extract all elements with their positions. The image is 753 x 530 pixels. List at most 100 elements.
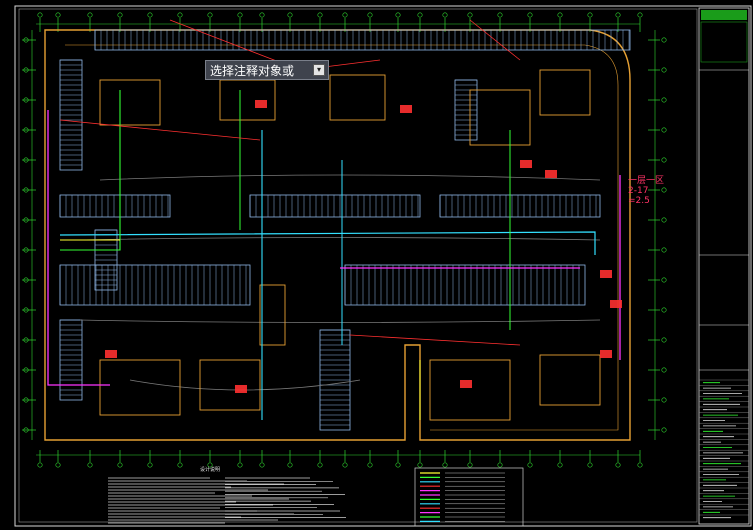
grid-bubble xyxy=(207,12,213,18)
grid-bubble xyxy=(237,462,243,468)
dropdown-arrow-icon[interactable]: ▾ xyxy=(313,64,325,76)
grid-bubble xyxy=(661,67,667,73)
grid-bubble xyxy=(23,217,29,223)
pipe-run xyxy=(469,19,521,61)
equipment-block xyxy=(610,300,622,308)
grid-bubble xyxy=(661,337,667,343)
grid-bubble xyxy=(367,462,373,468)
grid-bubble xyxy=(557,462,563,468)
equipment-block xyxy=(105,350,117,358)
grid-bubble xyxy=(147,462,153,468)
grid-bubble xyxy=(87,462,93,468)
grid-bubble xyxy=(661,187,667,193)
core-room xyxy=(99,79,161,126)
grid-bubble xyxy=(342,12,348,18)
notes-title: 设计说明 xyxy=(200,466,220,473)
grid-bubble xyxy=(497,462,503,468)
core-room xyxy=(259,284,286,346)
core-room xyxy=(469,89,531,146)
parking-row xyxy=(59,264,251,306)
title-block xyxy=(698,7,750,525)
grid-bubble xyxy=(237,12,243,18)
equipment-block xyxy=(600,270,612,278)
legend-table xyxy=(414,467,524,527)
grid-bubble xyxy=(442,462,448,468)
grid-bubble xyxy=(637,12,643,18)
driveway-line xyxy=(79,237,601,241)
grid-bubble xyxy=(661,217,667,223)
grid-bubble xyxy=(37,12,43,18)
grid-bubble xyxy=(23,397,29,403)
grid-bubble xyxy=(317,462,323,468)
grid-bubble xyxy=(23,67,29,73)
grid-bubble xyxy=(661,157,667,163)
inner-wall xyxy=(65,44,619,431)
building-outline xyxy=(44,29,631,441)
driveway-line xyxy=(99,174,601,181)
equipment-block xyxy=(460,380,472,388)
grid-bubble xyxy=(527,462,533,468)
grid-bubble xyxy=(317,12,323,18)
grid-bubble xyxy=(259,12,265,18)
grid-bubble xyxy=(287,12,293,18)
grid-bubble xyxy=(661,427,667,433)
pipe-run xyxy=(59,231,596,255)
drawing-frame xyxy=(14,5,752,527)
command-prompt-tooltip: 选择注释对象或 ▾ xyxy=(205,60,329,80)
grid-bubble xyxy=(23,97,29,103)
grid-bubble xyxy=(467,462,473,468)
grid-bubble xyxy=(615,462,621,468)
grid-bubble xyxy=(23,247,29,253)
core-room xyxy=(539,354,601,406)
grid-bubble xyxy=(661,247,667,253)
grid-bubble xyxy=(37,462,43,468)
grid-bubble xyxy=(637,462,643,468)
grid-bubble xyxy=(661,397,667,403)
equipment-block xyxy=(600,350,612,358)
grid-bubble xyxy=(55,462,61,468)
pipe-run xyxy=(59,119,261,141)
core-room xyxy=(329,74,386,121)
grid-bubble xyxy=(442,12,448,18)
equipment-block xyxy=(520,160,532,168)
grid-bubble xyxy=(342,462,348,468)
pipe-run xyxy=(47,110,110,386)
grid-bubble xyxy=(177,12,183,18)
grid-bubble xyxy=(587,462,593,468)
core-room xyxy=(539,69,591,116)
grid-bubble xyxy=(207,462,213,468)
grid-bubble xyxy=(661,37,667,43)
core-room xyxy=(199,359,261,411)
grid-bubble xyxy=(23,427,29,433)
grid-bubble xyxy=(661,307,667,313)
parking-row xyxy=(59,194,171,218)
grid-bubble xyxy=(367,12,373,18)
pipe-run xyxy=(349,334,521,346)
grid-bubble xyxy=(615,12,621,18)
grid-bubble xyxy=(23,337,29,343)
grid-bubble xyxy=(23,187,29,193)
equipment-block xyxy=(255,100,267,108)
equipment-block xyxy=(545,170,557,178)
grid-bubble xyxy=(177,462,183,468)
grid-bubble xyxy=(87,12,93,18)
grid-bubble xyxy=(23,157,29,163)
grid-bubble xyxy=(55,12,61,18)
grid-bubble xyxy=(587,12,593,18)
parking-row xyxy=(94,29,631,51)
grid-bubble xyxy=(23,37,29,43)
grid-bubble xyxy=(117,462,123,468)
grid-bubble xyxy=(287,462,293,468)
pipe-run xyxy=(60,90,121,251)
grid-bubble xyxy=(117,12,123,18)
grid-bubble xyxy=(467,12,473,18)
grid-bubble xyxy=(23,367,29,373)
grid-bubble xyxy=(661,127,667,133)
inner-frame xyxy=(18,8,698,523)
grid-bubble xyxy=(417,462,423,468)
core-room xyxy=(219,79,276,121)
grid-bubble xyxy=(147,12,153,18)
core-room xyxy=(429,359,511,421)
